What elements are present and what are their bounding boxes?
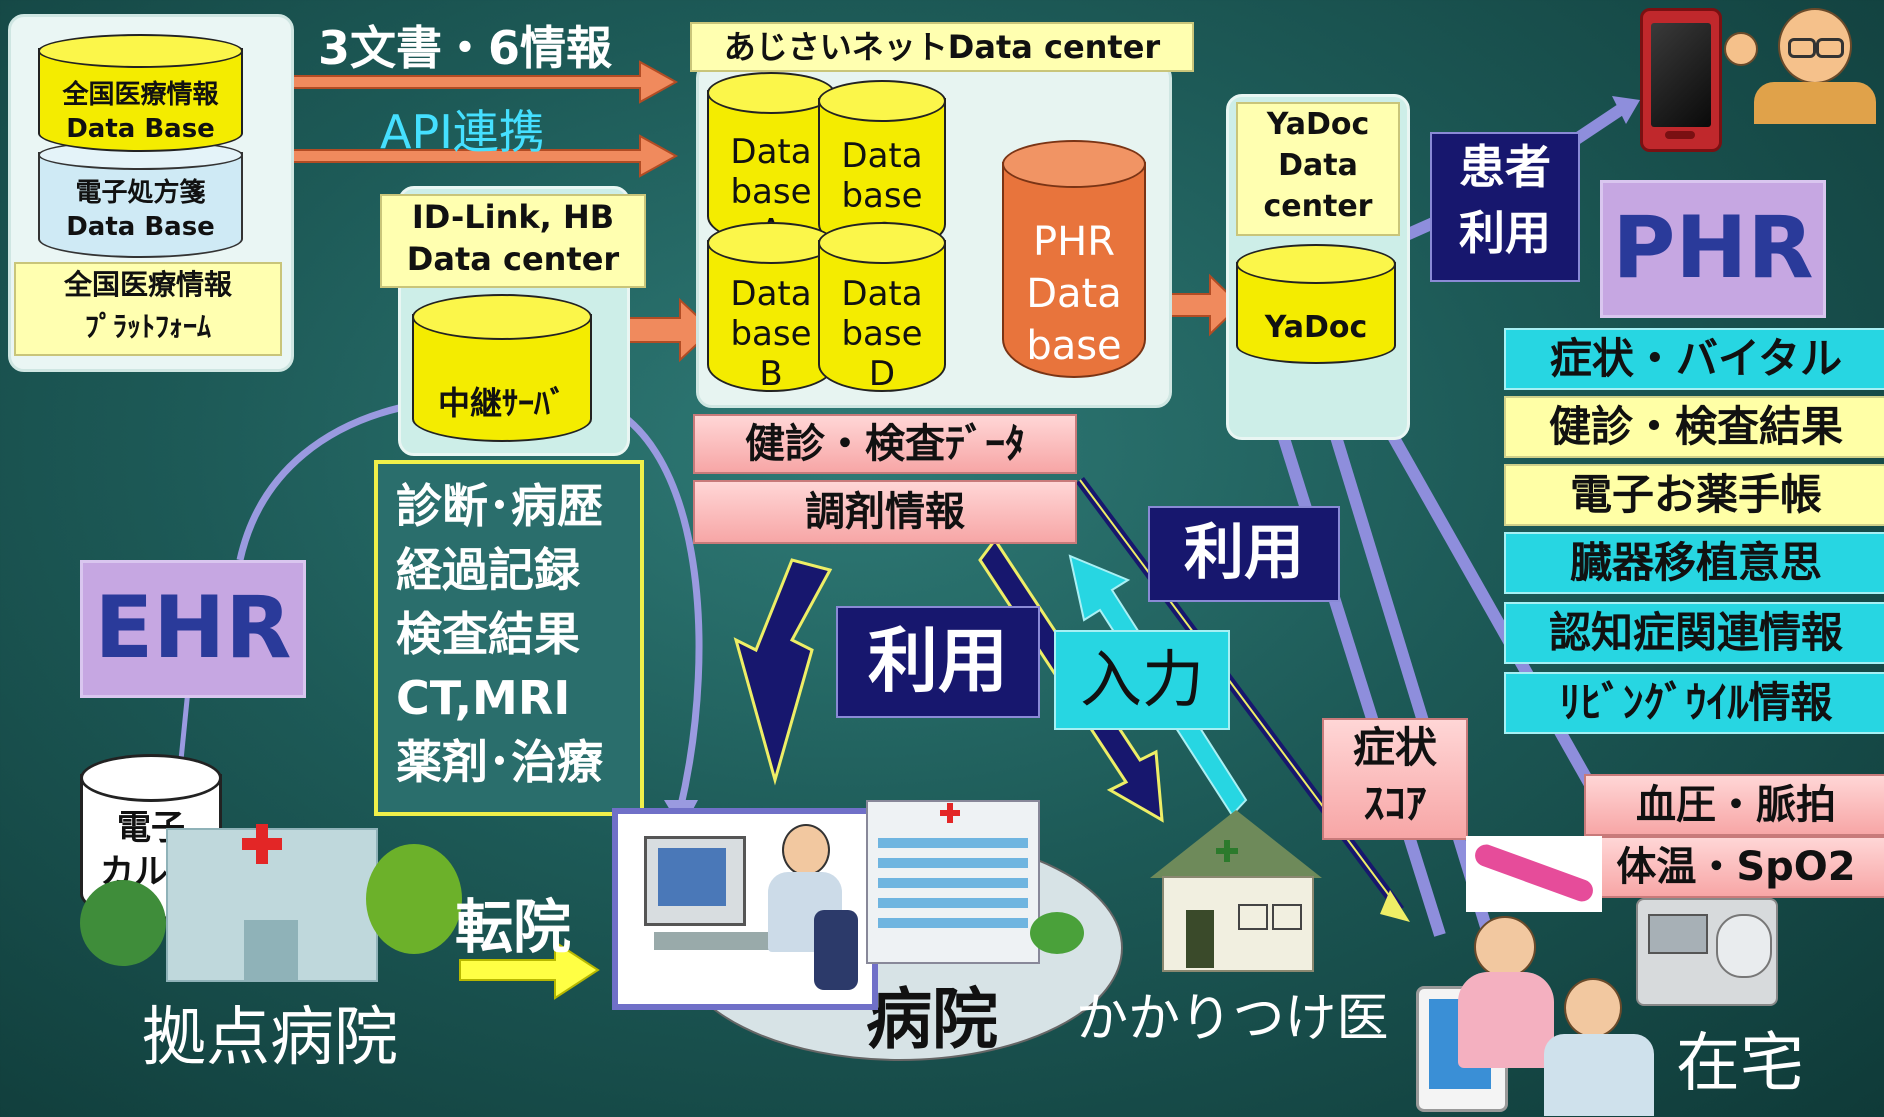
e-prescription-db-line1: 電子処方箋: [75, 178, 206, 208]
tree-left-icon: [80, 880, 166, 966]
database-a-l2: base: [730, 172, 812, 212]
national-platform-line1: 全国医療情報: [63, 268, 232, 301]
database-d-l3: D: [868, 354, 896, 394]
phr-database-l1: PHR: [1033, 219, 1115, 265]
home-label: 在宅: [1676, 1027, 1804, 1101]
database-d: Data base D: [818, 222, 946, 394]
clinical-info-box: 診断･病歴 経過記録 検査結果 CT,MRI 薬剤･治療: [374, 460, 644, 816]
phr-item-checkup-results: 健診・検査結果: [1504, 396, 1884, 458]
patient-use-l1: 患者: [1459, 140, 1551, 194]
home-care-illustration: [1444, 916, 1662, 1116]
yadoc-db: YaDoc: [1236, 244, 1396, 364]
database-a-l1: Data: [730, 132, 812, 172]
api-arrow-label: API連携: [380, 105, 545, 159]
idlink-title: ID-Link, HB Data center: [380, 194, 646, 288]
hospital-building-icon: [866, 800, 1040, 964]
phr-item-dementia-info: 認知症関連情報: [1504, 602, 1884, 664]
phr-item-organ-donation: 臓器移植意思: [1504, 532, 1884, 594]
tree-right-icon: [366, 844, 462, 954]
e-prescription-db: 電子処方箋 Data Base: [38, 140, 243, 258]
database-a: Data base A: [707, 72, 835, 252]
transfer-arrow: [459, 940, 600, 1000]
database-d-l1: Data: [841, 274, 923, 314]
patient-use-box: 患者 利用: [1430, 132, 1580, 282]
national-medical-db-line1: 全国医療情報: [62, 80, 219, 110]
symptom-score-l1: 症状: [1352, 723, 1437, 772]
idlink-title-l2: Data center: [406, 240, 620, 278]
database-b: Data base B: [707, 222, 835, 394]
yadoc-title: YaDoc Data center: [1236, 102, 1400, 236]
clinical-item-diagnosis: 診断･病歴: [396, 479, 603, 533]
national-platform-label: 全国医療情報 ﾌﾟﾗｯﾄﾌｫｰﾑ: [14, 262, 282, 356]
database-c-l1: Data: [841, 136, 923, 176]
relay-server-label: 中継ｻｰﾊﾞ: [437, 384, 566, 422]
patient-to-phone-arrow: [1571, 105, 1624, 145]
database-b-l2: base: [730, 314, 812, 354]
database-b-l3: B: [759, 354, 783, 394]
ehr-to-relay-curve: [236, 400, 419, 561]
api-arrow: [231, 134, 679, 178]
relay-to-hospital-curve: [589, 396, 703, 811]
yadoc-title-l1: YaDoc: [1266, 107, 1370, 142]
ehr-label: EHR: [80, 560, 306, 698]
national-medical-db: 全国医療情報 Data Base: [38, 34, 243, 152]
phr-database-l3: base: [1026, 323, 1122, 369]
clinical-item-tests: 検査結果: [396, 607, 580, 661]
clinical-item-progress: 経過記録: [396, 543, 580, 597]
relay-server-db: 中継ｻｰﾊﾞ: [412, 294, 592, 442]
doctor-computer-icon: [612, 808, 878, 1010]
phr-item-living-will: ﾘﾋﾞﾝｸﾞｳｲﾙ情報: [1504, 672, 1884, 734]
phr-database-l2: Data: [1026, 271, 1122, 317]
idlink-title-l1: ID-Link, HB: [411, 198, 615, 236]
symptom-score-l2: ｽｺｱ: [1363, 779, 1427, 828]
dispensing-info-bar: 調剤情報: [693, 480, 1077, 544]
yadoc-title-l3: center: [1263, 189, 1373, 224]
national-platform-line2: ﾌﾟﾗｯﾄﾌｫｰﾑ: [84, 310, 211, 343]
clinical-item-imaging: CT,MRI: [396, 671, 571, 725]
vitals-bp-pulse: 血圧・脈拍: [1584, 774, 1884, 836]
gp-label: かかりつけ医: [1076, 989, 1389, 1049]
checkup-data-bar: 健診・検査ﾃﾞｰﾀ: [693, 414, 1077, 474]
e-prescription-db-line2: Data Base: [66, 212, 215, 242]
thermometer-icon: [1466, 836, 1602, 912]
use-arrow-hospital: [733, 558, 833, 786]
vitals-temp-spo2: 体温・SpO2: [1584, 836, 1884, 898]
patient-use-l2: 利用: [1459, 206, 1551, 260]
smartphone-icon: [1640, 8, 1722, 152]
yadoc-db-label: YaDoc: [1264, 310, 1368, 345]
docs-arrow-label: 3文書・6情報: [318, 21, 613, 75]
transfer-label: 転院: [455, 893, 572, 961]
docs-arrow: [231, 60, 679, 104]
base-hospital-label: 拠点病院: [142, 1001, 398, 1075]
symptom-score-box: 症状 ｽｺｱ: [1322, 718, 1468, 840]
phr-label: PHR: [1600, 180, 1826, 318]
clinical-item-drugs: 薬剤･治療: [396, 735, 603, 789]
gp-clinic-icon: [1142, 810, 1328, 972]
database-c-l2: base: [841, 176, 923, 216]
home-to-yadoc-line-2: [1312, 376, 1496, 942]
bp-monitor-icon: [1636, 898, 1778, 1006]
phr-item-medication-notebook: 電子お薬手帳: [1504, 464, 1884, 526]
national-medical-db-line2: Data Base: [66, 114, 215, 144]
database-d-l2: base: [841, 314, 923, 354]
shrub-icon: [1030, 912, 1084, 954]
yadoc-title-l2: Data: [1278, 148, 1358, 183]
use-box-gp: 利用: [1148, 506, 1340, 602]
base-hospital-icon: [166, 824, 378, 982]
hospital-label: 病院: [866, 981, 998, 1058]
elderly-patient-icon: [1718, 4, 1884, 124]
database-b-l1: Data: [730, 274, 812, 314]
input-box: 入力: [1054, 630, 1230, 730]
phr-database: PHR Data base: [1002, 140, 1146, 378]
use-box-hospital: 利用: [836, 606, 1040, 718]
phr-item-symptoms-vitals: 症状・バイタル: [1504, 328, 1884, 390]
ajisai-title: あじさいネットData center: [690, 22, 1194, 72]
